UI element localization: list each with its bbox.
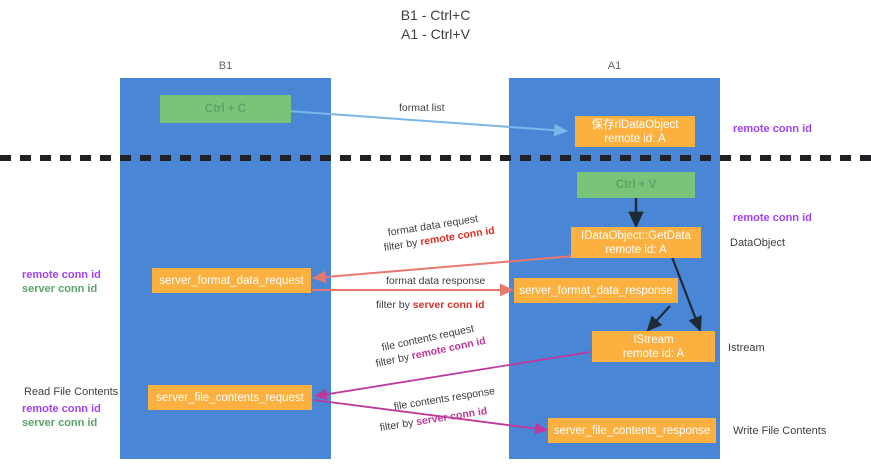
wire-format-data-request: [312, 255, 575, 284]
node-server-format-data-response[interactable]: server_format_data_response: [514, 278, 678, 303]
node-server-format-data-response-label: server_format_data_response: [519, 284, 673, 297]
node-server-format-data-request-label: server_format_data_request: [159, 274, 304, 287]
node-idataobject-title: 保存rlDataObject: [591, 118, 679, 131]
node-server-file-contents-request-label: server_file_contents_request: [156, 391, 304, 404]
node-server-format-data-request[interactable]: server_format_data_request: [152, 268, 311, 293]
annotation-left-read-file-contents: Read File Contents: [24, 386, 119, 398]
filter-key-server-conn-id: server conn id: [412, 299, 485, 311]
annotation-right-remote-conn-id-top: remote conn id: [733, 123, 812, 135]
node-ctrl-c[interactable]: Ctrl + C: [160, 95, 291, 123]
node-idataobject-getdata[interactable]: IDataObject::GetData remote id: A: [571, 227, 701, 258]
annotation-right-istream: Istream: [728, 342, 765, 354]
annotation-left-conn-ids: remote conn id server conn id: [22, 268, 101, 296]
node-server-file-contents-response-label: server_file_contents_response: [553, 424, 711, 437]
wire-format-list: [273, 109, 568, 137]
node-ctrl-v-label: Ctrl + V: [615, 179, 657, 191]
edge-label-format-list: format list: [399, 102, 445, 114]
node-idataobject-subtitle: remote id: A: [604, 132, 666, 145]
wire-file-contents-response: [313, 399, 548, 435]
edge-label-format-data-response: format data response: [386, 275, 486, 287]
node-istream-subtitle: remote id: A: [622, 347, 685, 360]
node-server-file-contents-request[interactable]: server_file_contents_request: [148, 385, 312, 410]
node-getdata-subtitle: remote id: A: [605, 243, 667, 256]
node-server-file-contents-response[interactable]: server_file_contents_response: [548, 418, 716, 443]
node-istream[interactable]: IStream remote id: A: [592, 331, 715, 362]
node-idataobject-remote[interactable]: 保存rlDataObject remote id: A: [575, 116, 695, 147]
node-istream-title: IStream: [633, 333, 674, 346]
annotation-right-remote-conn-id-mid: remote conn id: [733, 212, 812, 224]
column-header-a1-name: A1: [607, 60, 622, 72]
annotation-right-write-file-contents: Write File Contents: [733, 425, 827, 437]
node-ctrl-v[interactable]: Ctrl + V: [577, 172, 695, 198]
wire-file-contents-request: [314, 351, 591, 400]
annotation-right-dataobject: DataObject: [730, 237, 786, 249]
annotation-left-server-conn-id-2: server conn id: [22, 417, 98, 429]
node-getdata-title: IDataObject::GetData: [581, 229, 691, 242]
wire-response-istream: [646, 305, 671, 332]
annotation-left-server-conn-id: server conn id: [22, 283, 98, 295]
filter-prefix: filter by: [376, 299, 413, 311]
annotation-left-conn-ids-2: remote conn id server conn id: [22, 402, 101, 430]
diagram-title: B1 - Ctrl+C A1 - Ctrl+V: [400, 7, 471, 42]
column-header-b1-name: B1: [218, 60, 233, 72]
edge-label-format-data-response-filter: filter by server conn id: [376, 298, 485, 313]
annotation-left-remote-conn-id-2: remote conn id: [22, 403, 101, 415]
annotation-left-remote-conn-id: remote conn id: [22, 269, 101, 281]
wire-getdata-down: [670, 256, 702, 333]
node-ctrl-c-label: Ctrl + C: [204, 103, 247, 115]
